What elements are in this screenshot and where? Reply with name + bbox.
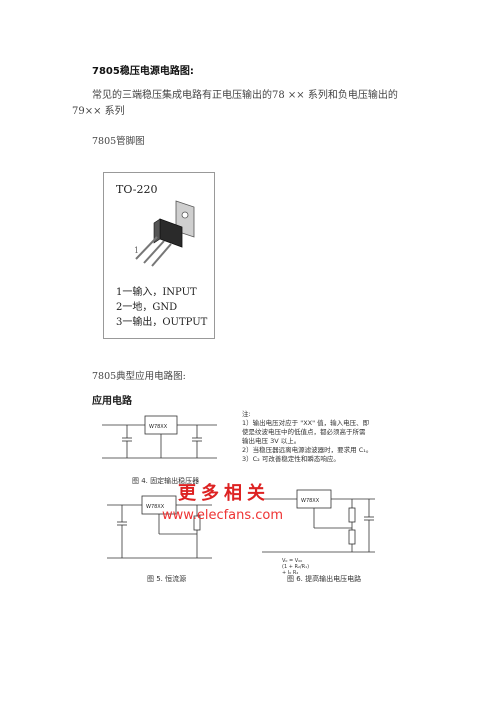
- note-heading: 注:: [242, 410, 251, 418]
- fig4-chip-label: W78XX: [149, 424, 168, 430]
- watermark-url-link[interactable]: www.elecfans.com: [162, 508, 284, 523]
- application-circuits-figure: 应用电路 W78XX 注: 1）输出电压对应于 "XX" 值，输入电压、即 使是…: [92, 390, 382, 595]
- fig5-caption: 图 5. 恒流源: [147, 575, 187, 583]
- pin1-marker: 1: [134, 246, 140, 255]
- fig6-chip-label: W78XX: [301, 498, 320, 504]
- watermark-chinese: 更多相关: [178, 483, 270, 504]
- fig6-formula-line-3: + I₀ R₂: [282, 570, 299, 576]
- fig6-formula-line-1: V₀ = V₀₀: [282, 558, 303, 564]
- fig6-formula-line-2: (1 + R₂/R₁): [282, 564, 310, 570]
- intro-paragraph: 常见的三端稳压集成电路有正电压输出的78 ×× 系列和负电压输出的79×× 系列: [72, 90, 398, 117]
- note-line-3: 输出电压 3V 以上。: [242, 437, 301, 445]
- app-section-title: 应用电路: [92, 396, 132, 407]
- fig6-caption: 图 6. 提高输出电压电路: [287, 575, 362, 583]
- pin-3-label: 3一输出，OUTPUT: [116, 317, 208, 328]
- application-caption: 7805典型应用电路图:: [92, 371, 186, 382]
- current-source-schematic: W78XX: [107, 495, 212, 559]
- note-line-1: 1）输出电压对应于 "XX" 值，输入电压、即: [242, 419, 370, 427]
- note-line-2: 使是纹波电压中的低值点，都必须高于所需: [242, 428, 366, 436]
- fig4-caption: 图 4. 固定输出稳压器: [132, 477, 200, 485]
- note-line-5: 3）C₂ 可改善稳定性和瞬态响应。: [242, 455, 340, 463]
- note-line-4: 2）当稳压器远离电源滤波器时，要求用 C₁。: [242, 446, 373, 454]
- to220-pinout-figure: TO-220 1 1一输入，INPUT 2一地，GND 3一输出，OUTPUT: [103, 172, 215, 339]
- fig5-chip-label: W78XX: [146, 504, 165, 510]
- pinout-caption: 7805管脚图: [92, 136, 145, 147]
- page-heading: 7805稳压电源电路图:: [92, 66, 194, 77]
- notes-block: 注: 1）输出电压对应于 "XX" 值，输入电压、即 使是纹波电压中的低值点，都…: [242, 410, 382, 464]
- boost-output-schematic: W78XX: [262, 489, 375, 553]
- package-name: TO-220: [116, 183, 158, 196]
- pin-2-label: 2一地，GND: [116, 302, 178, 313]
- pin-1-label: 1一输入，INPUT: [116, 287, 197, 298]
- fig6-formula: V₀ = V₀₀ (1 + R₂/R₁) + I₀ R₂: [282, 558, 309, 576]
- fixed-regulator-schematic: W78XX: [102, 415, 217, 459]
- to220-package-icon: [135, 200, 195, 267]
